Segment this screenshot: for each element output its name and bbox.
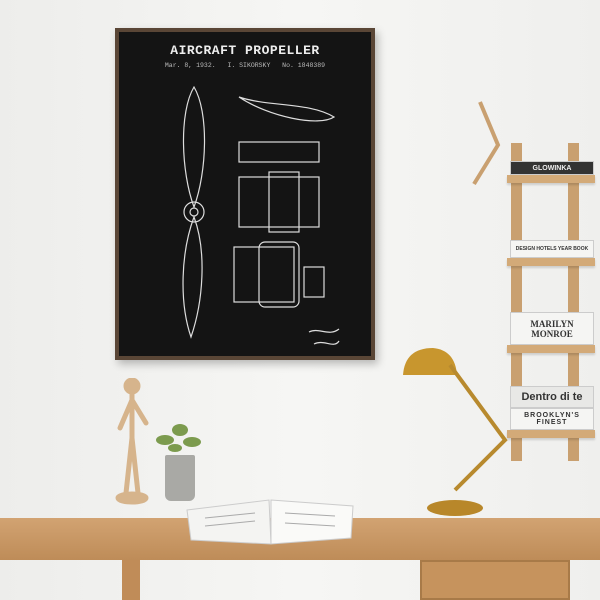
shelf-upright-left [511, 143, 522, 461]
shelf-board [507, 430, 595, 438]
book-glowinka: GLOWINKA [510, 161, 594, 175]
plant-pot [165, 455, 195, 501]
desk-drawer[interactable] [420, 560, 570, 600]
wooden-manikin [115, 378, 149, 505]
desk-lamp [403, 348, 508, 516]
shelf-board [507, 345, 595, 353]
poster-subtitle: Mar. 8, 1932. I. SIKORSKY No. 1848389 [119, 62, 371, 69]
open-magazine [186, 499, 354, 545]
book-dentro-di-te: Dentro di te [510, 386, 594, 408]
book-design-hotels: DESIGN HOTELS YEAR BOOK [510, 240, 594, 258]
shelf-board [507, 175, 595, 183]
book-marilyn-monroe: MARILYN MONROE [510, 312, 594, 345]
patent-poster: AIRCRAFT PROPELLER Mar. 8, 1932. I. SIKO… [115, 28, 375, 360]
propeller-ornament [472, 101, 501, 186]
plant [156, 424, 201, 452]
propeller-drawing [182, 85, 340, 345]
shelf-upright-right [568, 143, 579, 461]
poster-title: AIRCRAFT PROPELLER [170, 43, 320, 58]
poster-date: Mar. 8, 1932. [164, 62, 216, 69]
shelf-board [507, 258, 595, 266]
poster-patent-number: No. 1848389 [282, 62, 326, 69]
book-brooklyns-finest: BROOKLYN'S FINEST [510, 408, 594, 430]
desk-leg [122, 560, 140, 600]
poster-inventor: I. SIKORSKY [227, 62, 271, 69]
